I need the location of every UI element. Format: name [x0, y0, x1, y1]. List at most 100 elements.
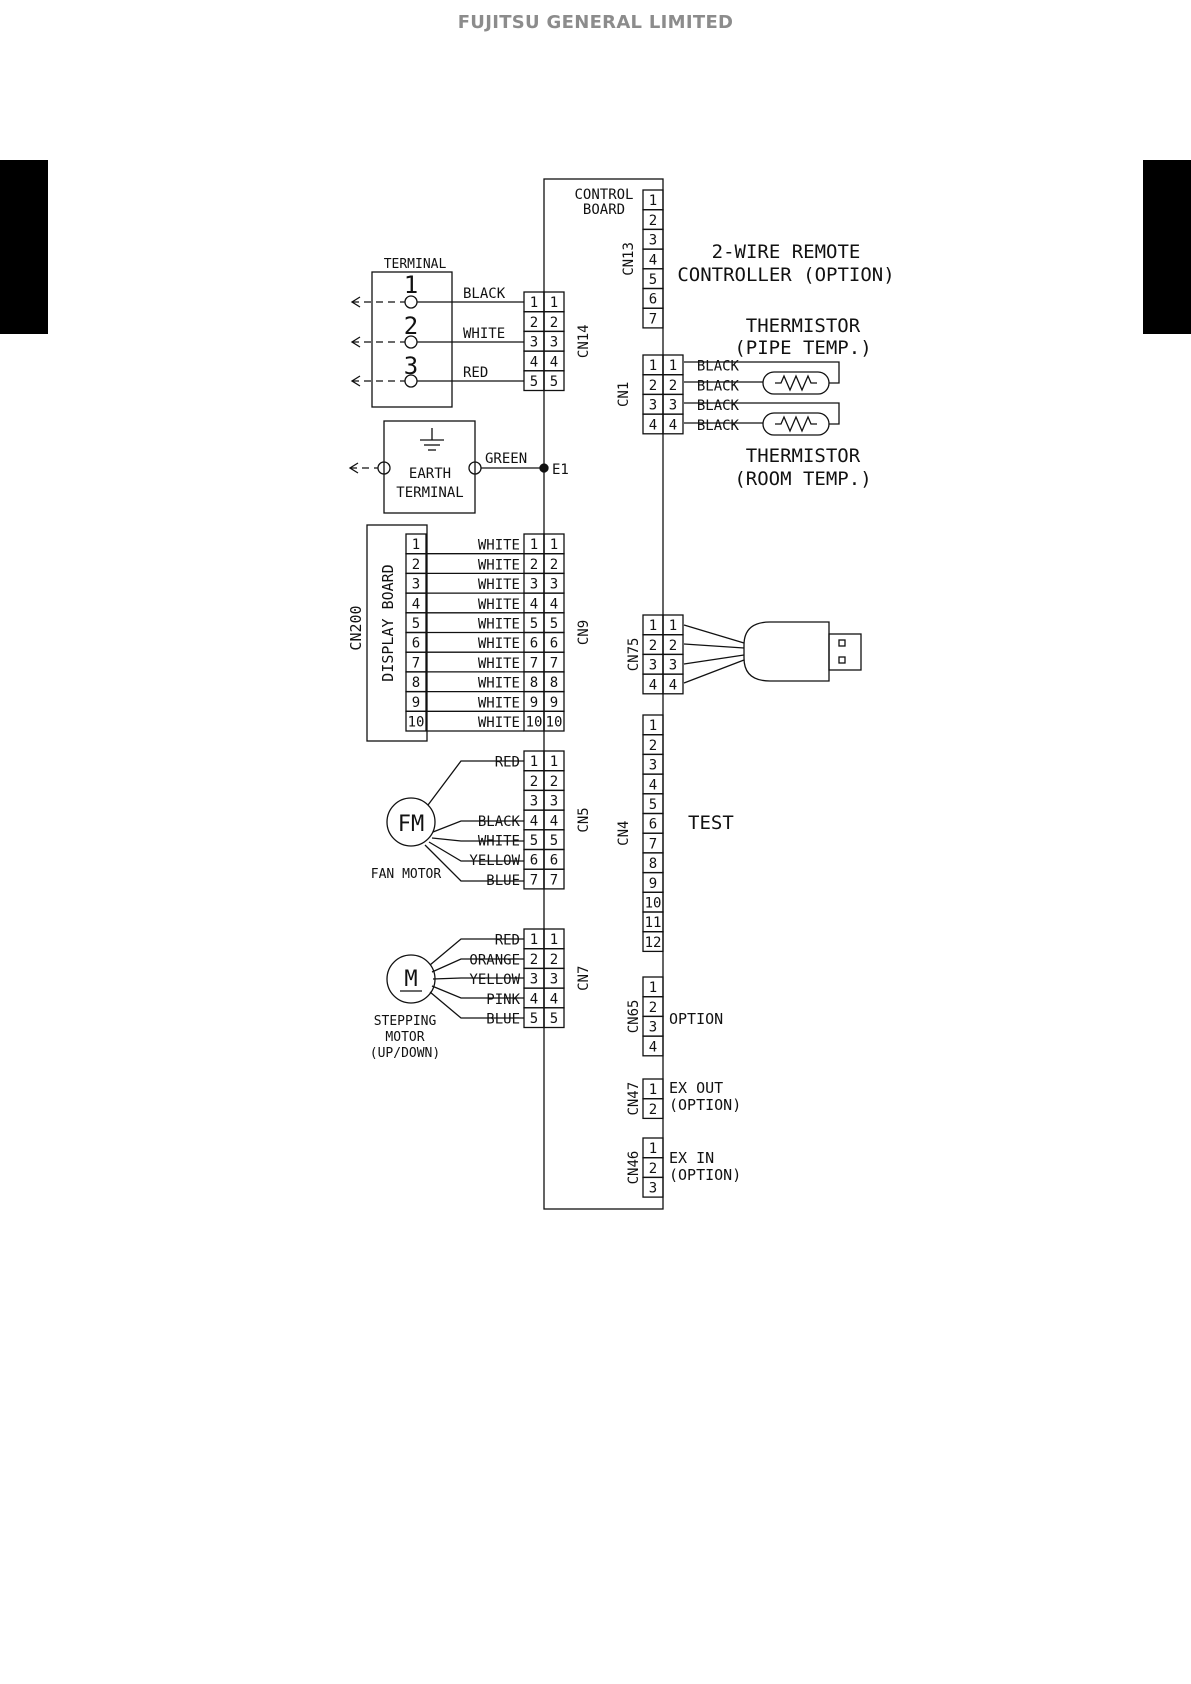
- cn14-pin-5: 5: [550, 374, 558, 390]
- cn65-label: CN65: [626, 1000, 642, 1034]
- cn75-pin-3: 3: [649, 658, 657, 674]
- cn9-pin-10: 10: [546, 715, 563, 731]
- cn9-pin-9: 9: [550, 695, 558, 711]
- cn5-pin-7: 7: [530, 872, 538, 888]
- terminal-number-1: 1: [404, 271, 418, 299]
- cn1-pin-cell: [662, 413, 684, 435]
- cn7-pin-3: 3: [550, 972, 558, 988]
- cn5-wire-6: YELLOW: [469, 853, 520, 869]
- earth-point-label: E1: [552, 462, 569, 478]
- cn7-pin-4: 4: [530, 991, 538, 1007]
- cn9-wire-10: WHITE: [478, 715, 520, 731]
- cn5-label: CN5: [576, 807, 592, 832]
- cn9-wire-8: WHITE: [478, 676, 520, 692]
- cn13-pin-cell: [642, 307, 664, 329]
- cn47-label-2: (OPTION): [669, 1096, 741, 1114]
- cn200-pin-cell: [405, 710, 427, 732]
- cn5-pin-4: 4: [550, 813, 558, 829]
- earth-junction-dot: [539, 463, 549, 473]
- cn9-pin-2: 2: [530, 557, 538, 573]
- cn46-label-1: EX IN: [669, 1149, 714, 1167]
- pipe-thermistor-label-1: THERMISTOR: [746, 315, 861, 337]
- cn5-wire-1: RED: [495, 755, 520, 771]
- cn200-label: CN200: [347, 605, 365, 650]
- cn5-pin-7: 7: [550, 872, 558, 888]
- cn65-pin-4: 4: [649, 1039, 657, 1055]
- cn14-wire-1: BLACK: [463, 286, 506, 302]
- room-thermistor-label-2: (ROOM TEMP.): [734, 468, 871, 490]
- cn14-pin-3: 3: [530, 335, 538, 351]
- room-thermistor-label-1: THERMISTOR: [746, 445, 861, 467]
- cn5-pin-5: 5: [530, 833, 538, 849]
- cn5-wire-5: WHITE: [478, 834, 520, 850]
- earth-wire-label: GREEN: [485, 451, 527, 467]
- cn46-pin-1: 1: [649, 1141, 657, 1157]
- cn46-pin-3: 3: [649, 1181, 657, 1197]
- cn4-label: CN4: [616, 821, 632, 846]
- cn14-pin-cell: [543, 370, 565, 392]
- cn7-pin-cell: [543, 1007, 565, 1029]
- cn13-label: CN13: [621, 242, 637, 276]
- terminal-number-2: 2: [404, 312, 418, 340]
- cn14-pin-1: 1: [530, 295, 538, 311]
- cn13-pin-2: 2: [649, 213, 657, 229]
- cn65-pin-1: 1: [649, 980, 657, 996]
- earth-label-2: TERMINAL: [396, 485, 463, 501]
- cn65-connector: 1 2 3 4 CN65: [626, 976, 664, 1057]
- cn75-pin-3: 3: [669, 658, 677, 674]
- ground-icon: [420, 428, 444, 451]
- fan-motor-symbol: FM: [398, 812, 425, 837]
- cn13-pin-1: 1: [649, 193, 657, 209]
- cn9-pin-1: 1: [550, 537, 558, 553]
- cn7-wire-5: BLUE: [486, 1012, 520, 1028]
- terminal-number-3: 3: [404, 352, 418, 380]
- cn65-option-label: OPTION: [669, 1010, 723, 1028]
- cn13-pin-4: 4: [649, 252, 657, 268]
- cn4-pin-1: 1: [649, 718, 657, 734]
- cn1-wire-2: BLACK: [697, 378, 740, 394]
- cn1-pin-1: 1: [669, 358, 677, 374]
- cn200-pin-1: 1: [412, 537, 420, 553]
- cn75-pin-2: 2: [669, 638, 677, 654]
- cn65-pin-2: 2: [649, 1000, 657, 1016]
- cn9-wire-1: WHITE: [478, 538, 520, 554]
- cn14-pin-2: 2: [530, 315, 538, 331]
- cn9-wire-6: WHITE: [478, 636, 520, 652]
- cn47-label-1: EX OUT: [669, 1079, 723, 1097]
- cn5-pin-6: 6: [550, 853, 558, 869]
- cn4-pin-cell: [642, 931, 664, 953]
- cn4-pin-10: 10: [645, 896, 662, 912]
- cn9-pin-7: 7: [550, 655, 558, 671]
- cn7-label: CN7: [576, 966, 592, 991]
- cn75-label: CN75: [626, 638, 642, 672]
- cn46-label: CN46: [626, 1151, 642, 1185]
- terminal-arrows: [350, 296, 405, 387]
- cn65-pin-3: 3: [649, 1020, 657, 1036]
- cn9-pin-6: 6: [530, 636, 538, 652]
- fan-motor-label: FAN MOTOR: [371, 867, 442, 882]
- earth-label-1: EARTH: [409, 466, 451, 482]
- cn75-pin-1: 1: [649, 618, 657, 634]
- cn9-pin-10: 10: [526, 715, 543, 731]
- cn200-pin-3: 3: [412, 577, 420, 593]
- cn9-wire-7: WHITE: [478, 656, 520, 672]
- cn46-label-2: (OPTION): [669, 1166, 741, 1184]
- stepping-motor-label-1: STEPPING: [374, 1014, 437, 1029]
- right-section-tab: [1143, 160, 1191, 334]
- terminal-title: TERMINAL: [384, 257, 447, 272]
- cn4-pin-9: 9: [649, 876, 657, 892]
- cn5-pin-5: 5: [550, 833, 558, 849]
- cn9-pin-2: 2: [550, 557, 558, 573]
- cn9-wire-9: WHITE: [478, 695, 520, 711]
- cn200-pin-6: 6: [412, 636, 420, 652]
- cn9-pin-3: 3: [550, 577, 558, 593]
- fan-motor-icon: [386, 797, 436, 847]
